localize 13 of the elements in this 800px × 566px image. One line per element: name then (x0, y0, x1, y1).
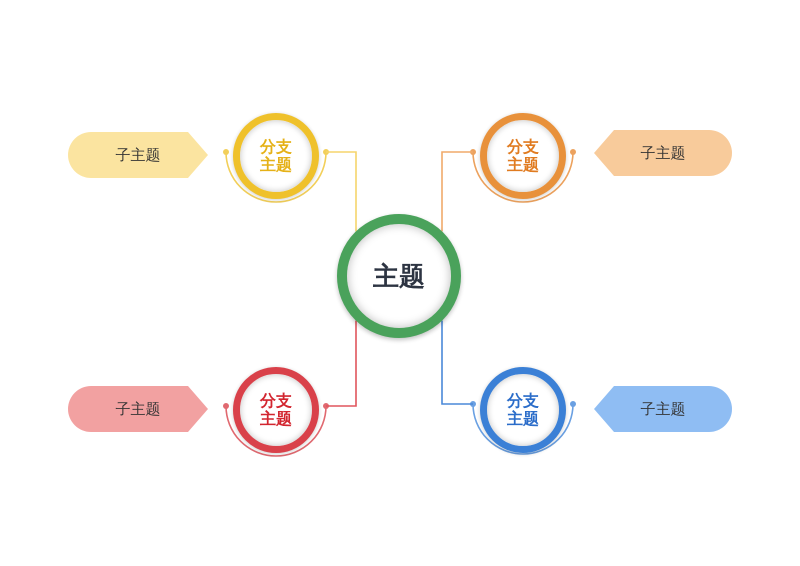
connector-line (326, 320, 357, 407)
branch-circle: 分支主题 (480, 367, 566, 453)
connector-line (441, 151, 473, 232)
arrow-tag: 子主题 (594, 386, 732, 432)
arrow-tag: 子主题 (68, 132, 208, 178)
topic-circle: 主题 (337, 214, 461, 338)
arrow-tag: 子主题 (594, 130, 732, 176)
connector-line (441, 320, 473, 405)
arrow-tag: 子主题 (68, 386, 208, 432)
connector-line (326, 151, 357, 232)
branch-circle: 分支主题 (480, 113, 566, 199)
branch-circle: 分支主题 (233, 367, 319, 453)
branch-circle: 分支主题 (233, 113, 319, 199)
